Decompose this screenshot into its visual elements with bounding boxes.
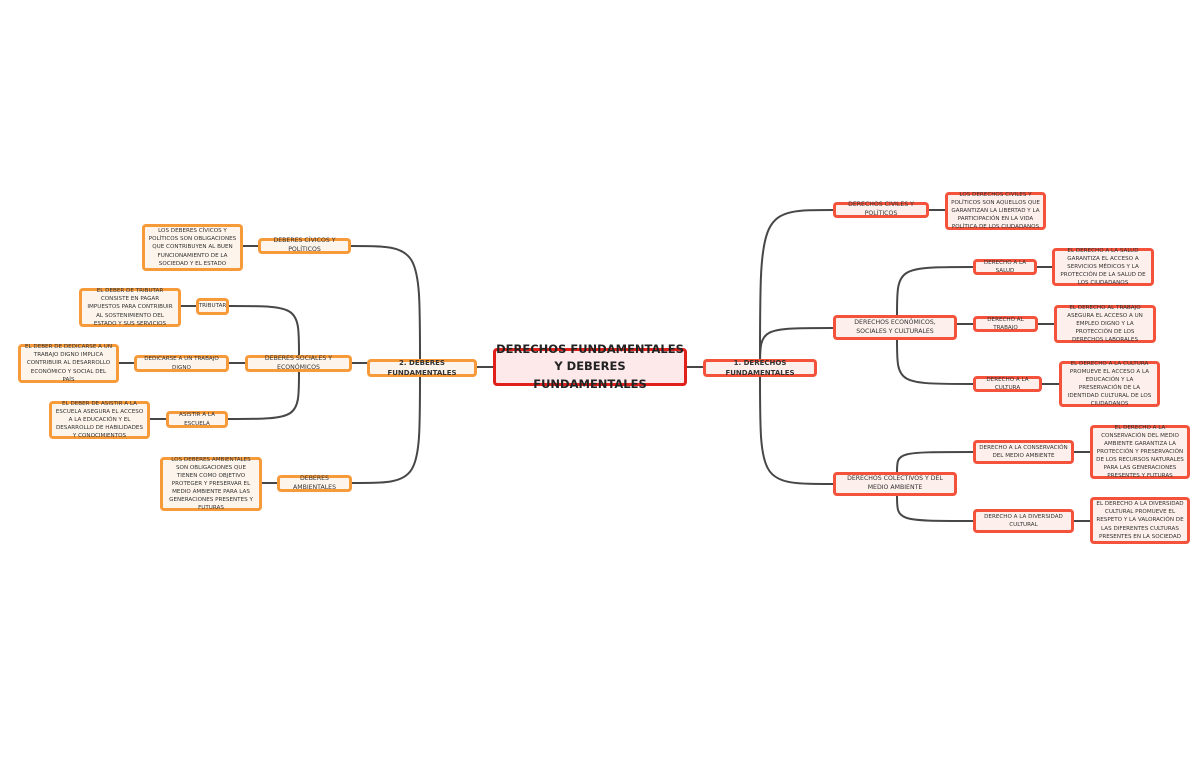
derechos-civiles[interactable]: DERECHOS CIVILES Y POLÍTICOS (833, 201, 929, 218)
deberes-ambientales[interactable]: DEBERES AMBIENTALES (277, 475, 352, 492)
derechos-colectivos[interactable]: DERECHOS COLECTIVOS Y DEL MEDIO AMBIENTE (833, 472, 957, 496)
derechos-economicos[interactable]: DERECHOS ECONÓMICOS, SOCIALES Y CULTURAL… (833, 315, 957, 340)
derecho-diversidad[interactable]: DERECHO A LA DIVERSIDAD CULTURAL (973, 509, 1074, 533)
derecho-trabajo[interactable]: DERECHO AL TRABAJO (973, 316, 1038, 332)
derecho-cultura-desc[interactable]: EL DERECHO A LA CULTURA PROMUEVE EL ACCE… (1059, 361, 1160, 407)
deberes-civicos[interactable]: DEBERES CÍVICOS Y POLÍTICOS (258, 237, 351, 254)
deber-escuela-desc[interactable]: EL DEBER DE ASISTIR A LA ESCUELA ASEGURA… (49, 401, 150, 439)
derecho-conservacion-desc[interactable]: EL DERECHO A LA CONSERVACIÓN DEL MEDIO A… (1090, 425, 1190, 479)
connector-line (227, 371, 300, 420)
connector-line (896, 266, 974, 316)
deber-trabajo[interactable]: DEDICARSE A UN TRABAJO DIGNO (134, 355, 229, 372)
deberes-ambientales-desc[interactable]: LOS DEBERES AMBIENTALES SON OBLIGACIONES… (160, 457, 262, 511)
connector-line (896, 339, 974, 385)
derecho-salud-desc[interactable]: EL DERECHO A LA SALUD GARANTIZA EL ACCES… (1052, 248, 1154, 286)
derecho-cultura[interactable]: DERECHO A LA CULTURA (973, 376, 1042, 392)
derecho-diversidad-desc[interactable]: EL DERECHO A LA DIVERSIDAD CULTURAL PROM… (1090, 497, 1190, 544)
derecho-salud[interactable]: DERECHO A LA SALUD (973, 259, 1037, 275)
deberes-sociales[interactable]: DEBERES SOCIALES Y ECONÓMICOS (245, 355, 352, 372)
deberes-fundamentales[interactable]: 2. DEBERES FUNDAMENTALES (367, 359, 477, 377)
derecho-trabajo-desc[interactable]: EL DERECHO AL TRABAJO ASEGURA EL ACCESO … (1054, 305, 1156, 343)
connector-line (759, 327, 834, 368)
connector-line (896, 451, 974, 473)
connector-line (759, 209, 834, 360)
deber-escuela[interactable]: ASISTIR A LA ESCUELA (166, 411, 228, 428)
root-topic[interactable]: DERECHOS FUNDAMENTALES Y DEBERES FUNDAME… (493, 342, 687, 391)
derechos-fundamentales[interactable]: 1. DERECHOS FUNDAMENTALES (703, 359, 817, 377)
connector-line (350, 245, 421, 360)
connector-line (896, 495, 974, 522)
deber-tributar-desc[interactable]: EL DEBER DE TRIBUTAR CONSISTE EN PAGAR I… (79, 288, 181, 327)
deber-tributar[interactable]: TRIBUTAR (196, 298, 229, 315)
derecho-conservacion[interactable]: DERECHO A LA CONSERVACIÓN DEL MEDIO AMBI… (973, 440, 1074, 464)
connector-line (228, 305, 300, 356)
connector-line (351, 375, 421, 484)
deber-trabajo-desc[interactable]: EL DEBER DE DEDICARSE A UN TRABAJO DIGNO… (18, 344, 119, 383)
deberes-civicos-desc[interactable]: LOS DEBERES CÍVICOS Y POLÍTICOS SON OBLI… (142, 224, 243, 271)
connector-line (759, 375, 834, 485)
derechos-civiles-desc[interactable]: LOS DERECHOS CIVILES Y POLÍTICOS SON AQU… (945, 192, 1046, 230)
